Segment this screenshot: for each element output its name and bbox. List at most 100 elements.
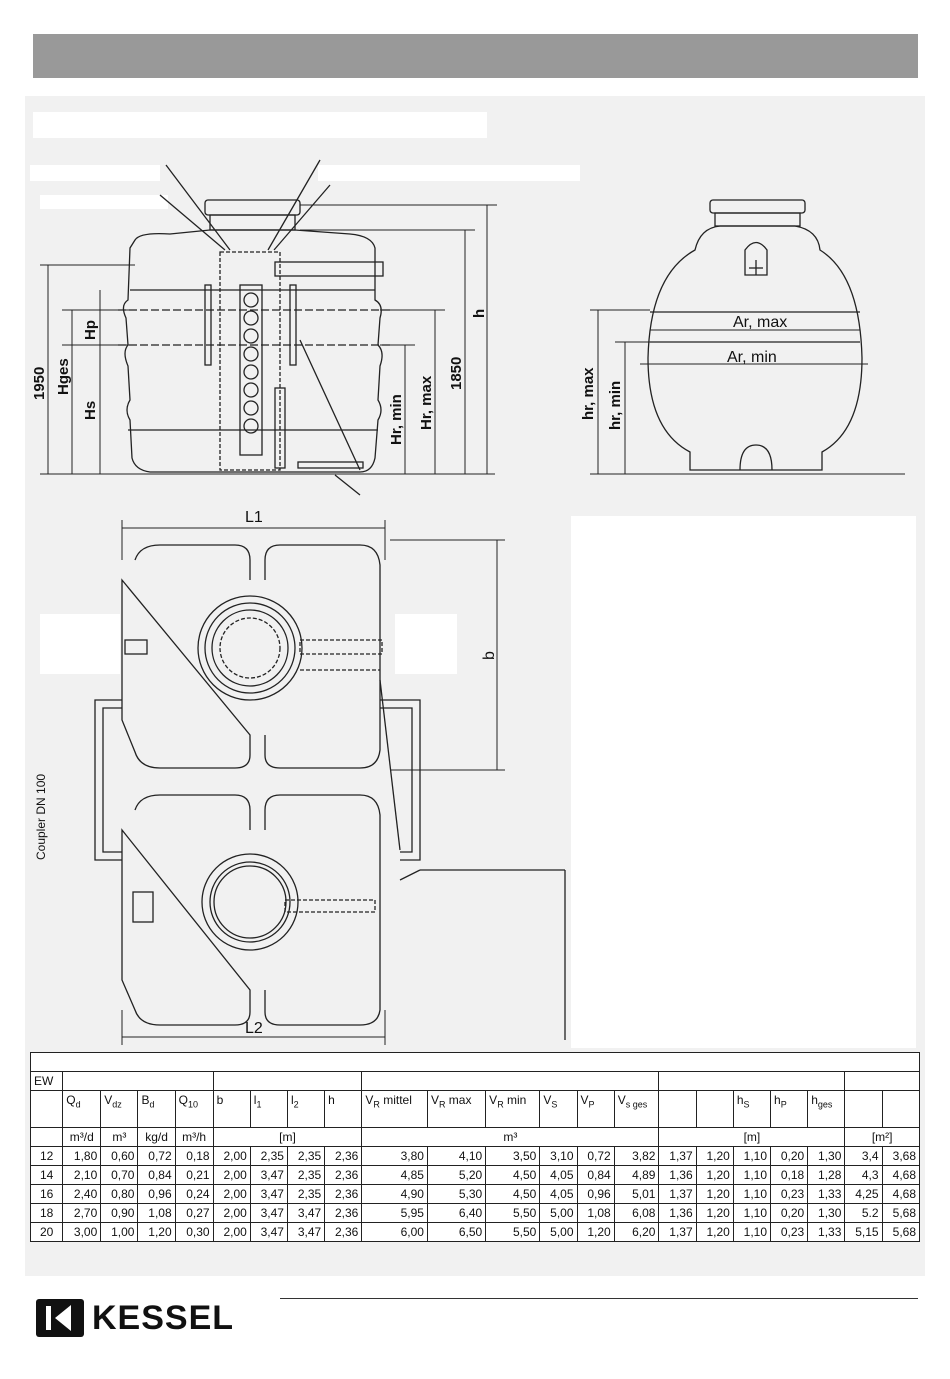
- symbol-cell: Q10: [174, 1090, 214, 1128]
- table-cell: 0,30: [174, 1222, 214, 1242]
- table-cell: 0,23: [769, 1184, 809, 1204]
- table-cell: 4,85: [361, 1165, 428, 1185]
- coupler-pipe: [94, 679, 566, 1040]
- symbol-cell: VR min: [485, 1090, 541, 1128]
- symbol-cell: [658, 1090, 697, 1128]
- group-header: [844, 1071, 920, 1091]
- table-cell: 5,95: [361, 1203, 428, 1223]
- table-cell: 5,01: [613, 1184, 660, 1204]
- dim-hs: Hs: [82, 401, 99, 420]
- symbol-cell: VR max: [426, 1090, 487, 1128]
- table-cell: 3,47: [249, 1165, 288, 1185]
- unit-cell: [m]: [658, 1127, 846, 1147]
- table-cell: 5,68: [881, 1203, 921, 1223]
- table-cell: 4,68: [881, 1184, 921, 1204]
- symbol-cell: [695, 1090, 734, 1128]
- table-cell: 4,89: [613, 1165, 660, 1185]
- table-cell: 1,36: [658, 1165, 697, 1185]
- table-cell: 5,20: [426, 1165, 487, 1185]
- redacted-caption: [33, 112, 487, 138]
- symbol-cell: h: [324, 1090, 363, 1128]
- table-cell: 3,82: [613, 1146, 660, 1166]
- table-cell: 4,90: [361, 1184, 428, 1204]
- table-cell: 1,20: [576, 1222, 615, 1242]
- table-cell: 0,18: [174, 1146, 214, 1166]
- symbol-cell: l2: [286, 1090, 326, 1128]
- table-cell: 16: [29, 1184, 64, 1204]
- table-cell: 0,20: [769, 1146, 809, 1166]
- table-cell: 0,72: [576, 1146, 615, 1166]
- dim-l1: L1: [245, 509, 263, 526]
- dim-l2: L2: [245, 1020, 263, 1037]
- symbol-cell: Vs ges: [613, 1090, 660, 1128]
- group-header: [658, 1071, 846, 1091]
- unit-cell: m³/h: [174, 1127, 214, 1147]
- symbol-cell: Qd: [62, 1090, 102, 1128]
- table-cell: 2,35: [249, 1146, 288, 1166]
- table-cell: 2,35: [286, 1146, 326, 1166]
- front-view-tank: [647, 199, 863, 471]
- table-cell: 1,20: [137, 1222, 176, 1242]
- table-cell: 2,36: [324, 1146, 363, 1166]
- symbol-cell: [29, 1090, 64, 1128]
- table-cell: 1,20: [695, 1184, 734, 1204]
- table-cell: 3,47: [249, 1222, 288, 1242]
- table-cell: 4,50: [485, 1165, 541, 1185]
- dim-hges: Hges: [55, 358, 72, 395]
- table-cell: 0,80: [100, 1184, 139, 1204]
- table-cell: 5,68: [881, 1222, 921, 1242]
- table-cell: 1,28: [807, 1165, 846, 1185]
- table-cell: 1,00: [100, 1222, 139, 1242]
- table-cell: 2,36: [324, 1165, 363, 1185]
- table-cell: 0,18: [769, 1165, 809, 1185]
- symbol-cell: Vdz: [100, 1090, 139, 1128]
- dim-hr-max: Hr, max: [418, 375, 435, 430]
- table-cell: 1,30: [807, 1146, 846, 1166]
- table-cell: 5,15: [844, 1222, 883, 1242]
- unit-cell: m³: [361, 1127, 660, 1147]
- table-cell: 1,20: [695, 1203, 734, 1223]
- unit-cell: [29, 1127, 64, 1147]
- dim-b: b: [481, 651, 498, 660]
- unit-cell: [m]: [212, 1127, 363, 1147]
- table-cell: 2,00: [212, 1165, 251, 1185]
- table-cell: 0,20: [769, 1203, 809, 1223]
- table-cell: 1,10: [732, 1146, 772, 1166]
- table-cell: 1,36: [658, 1203, 697, 1223]
- unit-cell: m³: [100, 1127, 139, 1147]
- table-cell: 6,50: [426, 1222, 487, 1242]
- table-cell: 1,80: [62, 1146, 102, 1166]
- group-header: [212, 1071, 363, 1091]
- table-cell: 2,00: [212, 1146, 251, 1166]
- table-cell: 5,50: [485, 1203, 541, 1223]
- dim-front-hr-max: hr, max: [580, 367, 597, 420]
- table-cell: 2,00: [212, 1184, 251, 1204]
- redacted-label: [40, 614, 120, 674]
- table-cell: 1,37: [658, 1146, 697, 1166]
- table-cell: 0,96: [137, 1184, 176, 1204]
- unit-cell: m³/d: [62, 1127, 102, 1147]
- redacted-label: [318, 165, 580, 181]
- table-cell: 5,30: [426, 1184, 487, 1204]
- table-cell: 5,00: [539, 1222, 578, 1242]
- symbol-cell: VP: [576, 1090, 615, 1128]
- side-view-dimensions: [40, 204, 497, 475]
- table-cell: 1,33: [807, 1222, 846, 1242]
- dim-hr-min: Hr, min: [388, 394, 405, 445]
- kessel-logo: KESSEL: [36, 1298, 234, 1338]
- table-cell: 4,25: [844, 1184, 883, 1204]
- table-cell: 4,3: [844, 1165, 883, 1185]
- dim-1950: 1950: [31, 367, 48, 400]
- table-cell: 6,08: [613, 1203, 660, 1223]
- plan-view-lower-tank: [121, 794, 381, 1026]
- symbol-cell: [844, 1090, 883, 1128]
- table-cell: 1,10: [732, 1165, 772, 1185]
- redacted-label: [40, 195, 168, 209]
- table-cell: 1,37: [658, 1184, 697, 1204]
- table-cell: 3,47: [286, 1203, 326, 1223]
- table-cell: 3,10: [539, 1146, 578, 1166]
- redacted-label: [30, 165, 160, 181]
